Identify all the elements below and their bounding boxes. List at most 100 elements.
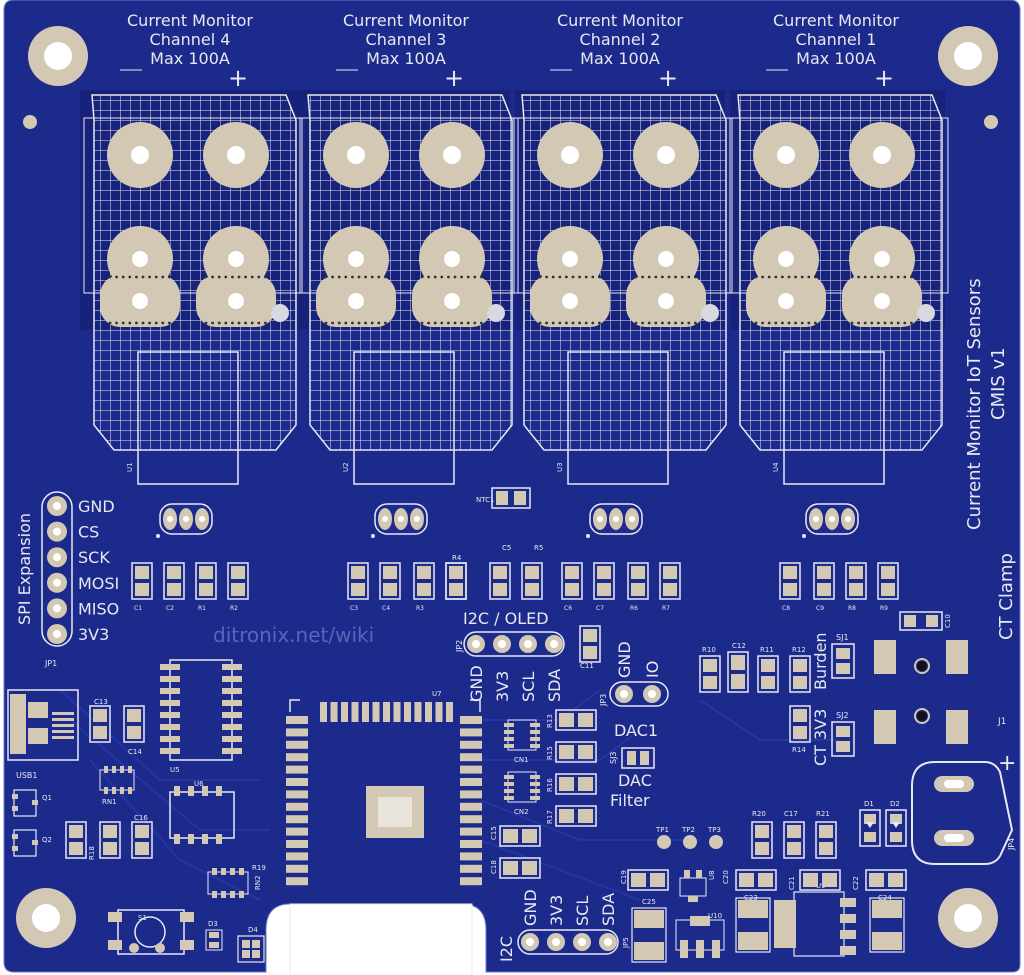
terminal-blocks: [156, 503, 859, 538]
spi-pin-label: SCK: [78, 548, 110, 567]
via: [115, 275, 118, 279]
passive-ref: C9: [816, 605, 824, 612]
via: [910, 321, 913, 325]
via: [647, 321, 651, 325]
i2c-pin-label: GND: [467, 665, 486, 702]
u5-ref: U5: [170, 766, 180, 774]
via: [420, 321, 424, 325]
via: [883, 321, 887, 325]
cn1-ref: CN1: [514, 756, 529, 764]
header-drill: [845, 516, 851, 522]
r14-ref: R14: [792, 746, 806, 754]
via: [264, 321, 267, 325]
c17-ref: C17: [784, 810, 798, 818]
via: [211, 321, 215, 325]
jumper-area: Burden SJ1 CT 3V3 SJ2: [811, 632, 855, 766]
mounting-hole: [938, 26, 998, 86]
terminal-drill: [561, 146, 579, 164]
i2c-pin-drill: [524, 640, 532, 648]
via: [687, 275, 691, 279]
ct-clamp-jack: J1 C10: [874, 611, 1006, 744]
bulk-capacitor: [631, 907, 667, 963]
channel-title: Current Monitor: [127, 11, 253, 30]
via: [870, 321, 874, 325]
via: [473, 321, 477, 325]
via: [154, 321, 158, 325]
via: [680, 275, 684, 279]
via: [453, 321, 457, 325]
smd-passive: C8: [779, 562, 801, 612]
smd-passive: [445, 562, 467, 600]
i2c-bottom-ref: JP5: [622, 937, 630, 949]
terminal-drill: [873, 146, 891, 164]
smd-passive: [727, 651, 749, 693]
via: [910, 275, 913, 279]
sensor-pin-header: [156, 503, 213, 538]
via: [667, 275, 671, 279]
channel-title: Current Monitor: [773, 11, 899, 30]
title-line-2: CMIS v1: [988, 347, 1009, 420]
via: [774, 275, 778, 279]
via: [420, 275, 424, 279]
via: [135, 275, 138, 279]
via: [331, 275, 334, 279]
power-jack: + JP4: [911, 751, 1016, 865]
via: [794, 275, 797, 279]
c21-ref: C21: [788, 876, 796, 890]
via: [761, 321, 764, 325]
terminal-drill: [444, 293, 460, 309]
spi-ref: JP1: [44, 659, 57, 668]
via: [558, 321, 562, 325]
via: [781, 321, 784, 325]
sensor-ref: U3: [556, 462, 564, 472]
fiducial: [487, 304, 505, 322]
header-drill: [414, 516, 420, 522]
sensor-outline: [299, 117, 519, 294]
r5-ref: R5: [534, 544, 543, 552]
via: [440, 321, 444, 325]
via: [641, 321, 644, 325]
via: [578, 275, 581, 279]
terminal-drill: [778, 251, 794, 267]
q2-ref: Q2: [42, 836, 52, 844]
via: [231, 321, 234, 325]
channel-max: Max 100A: [580, 49, 660, 68]
via: [337, 321, 341, 325]
via: [231, 275, 234, 279]
via: [598, 321, 601, 325]
sensor-pin-header: [802, 503, 859, 538]
rn2-ref: RN2: [254, 875, 262, 890]
via: [237, 275, 241, 279]
dac-ref: JP3: [599, 694, 608, 707]
via: [584, 321, 588, 325]
channel-plus: +: [444, 64, 464, 92]
via: [591, 275, 595, 279]
via: [807, 275, 811, 279]
c5-ref: C5: [502, 544, 511, 552]
smd-passive: [789, 705, 811, 743]
via: [545, 275, 548, 279]
smd-passive: R9: [877, 562, 899, 612]
via: [654, 321, 658, 325]
via: [364, 321, 367, 325]
website-label: ditronix.net/wiki: [213, 623, 374, 647]
tp3-ref: TP3: [707, 826, 721, 834]
channel-number: Channel 2: [580, 30, 661, 49]
sensor-outline: [513, 117, 733, 294]
via: [571, 321, 575, 325]
via: [217, 275, 221, 279]
via: [357, 275, 361, 279]
channel-number: Channel 1: [796, 30, 877, 49]
fiducial: [917, 304, 935, 322]
spi-pin-label: MISO: [78, 599, 119, 618]
fiducial: [701, 304, 719, 322]
passive-ref: C2: [166, 605, 174, 612]
smd-passive: C7: [593, 562, 615, 612]
sensor-footprint: U1: [83, 94, 303, 485]
via: [108, 321, 112, 325]
via: [578, 321, 581, 325]
passive-ref: C1: [134, 605, 142, 612]
